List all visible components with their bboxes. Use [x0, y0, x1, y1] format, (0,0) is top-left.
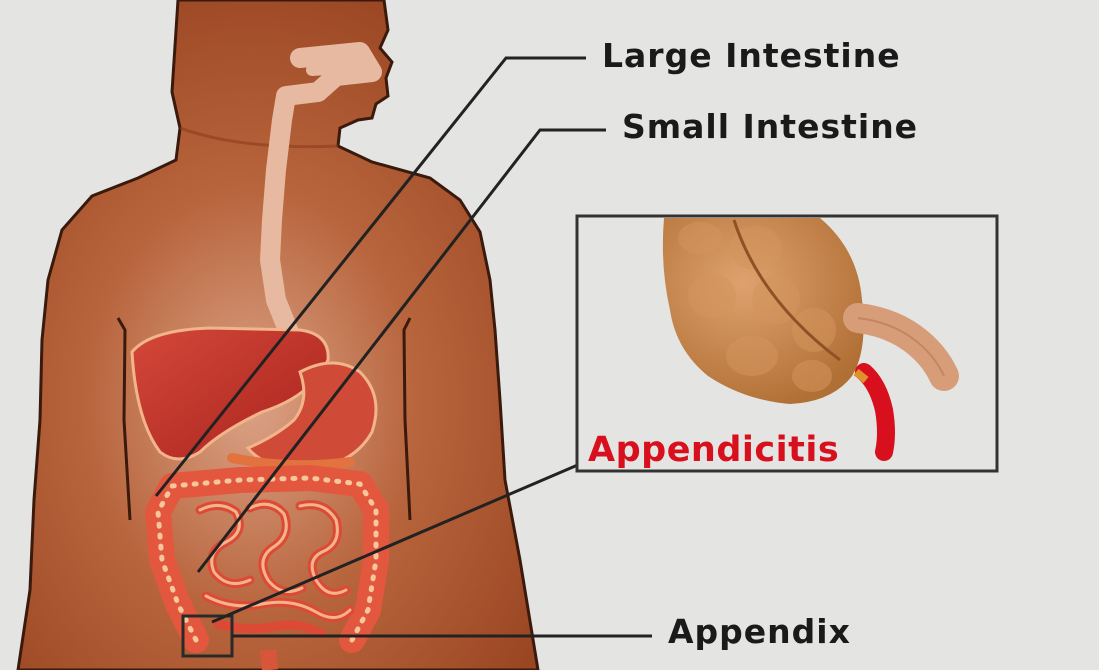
nasal-passage	[312, 66, 372, 70]
large-intestine-label: Large Intestine	[602, 36, 901, 75]
appendicitis-label: Appendicitis	[588, 430, 839, 470]
appendix-label: Appendix	[668, 612, 851, 651]
small-intestine-label: Small Intestine	[622, 107, 918, 146]
rectum	[268, 650, 270, 670]
